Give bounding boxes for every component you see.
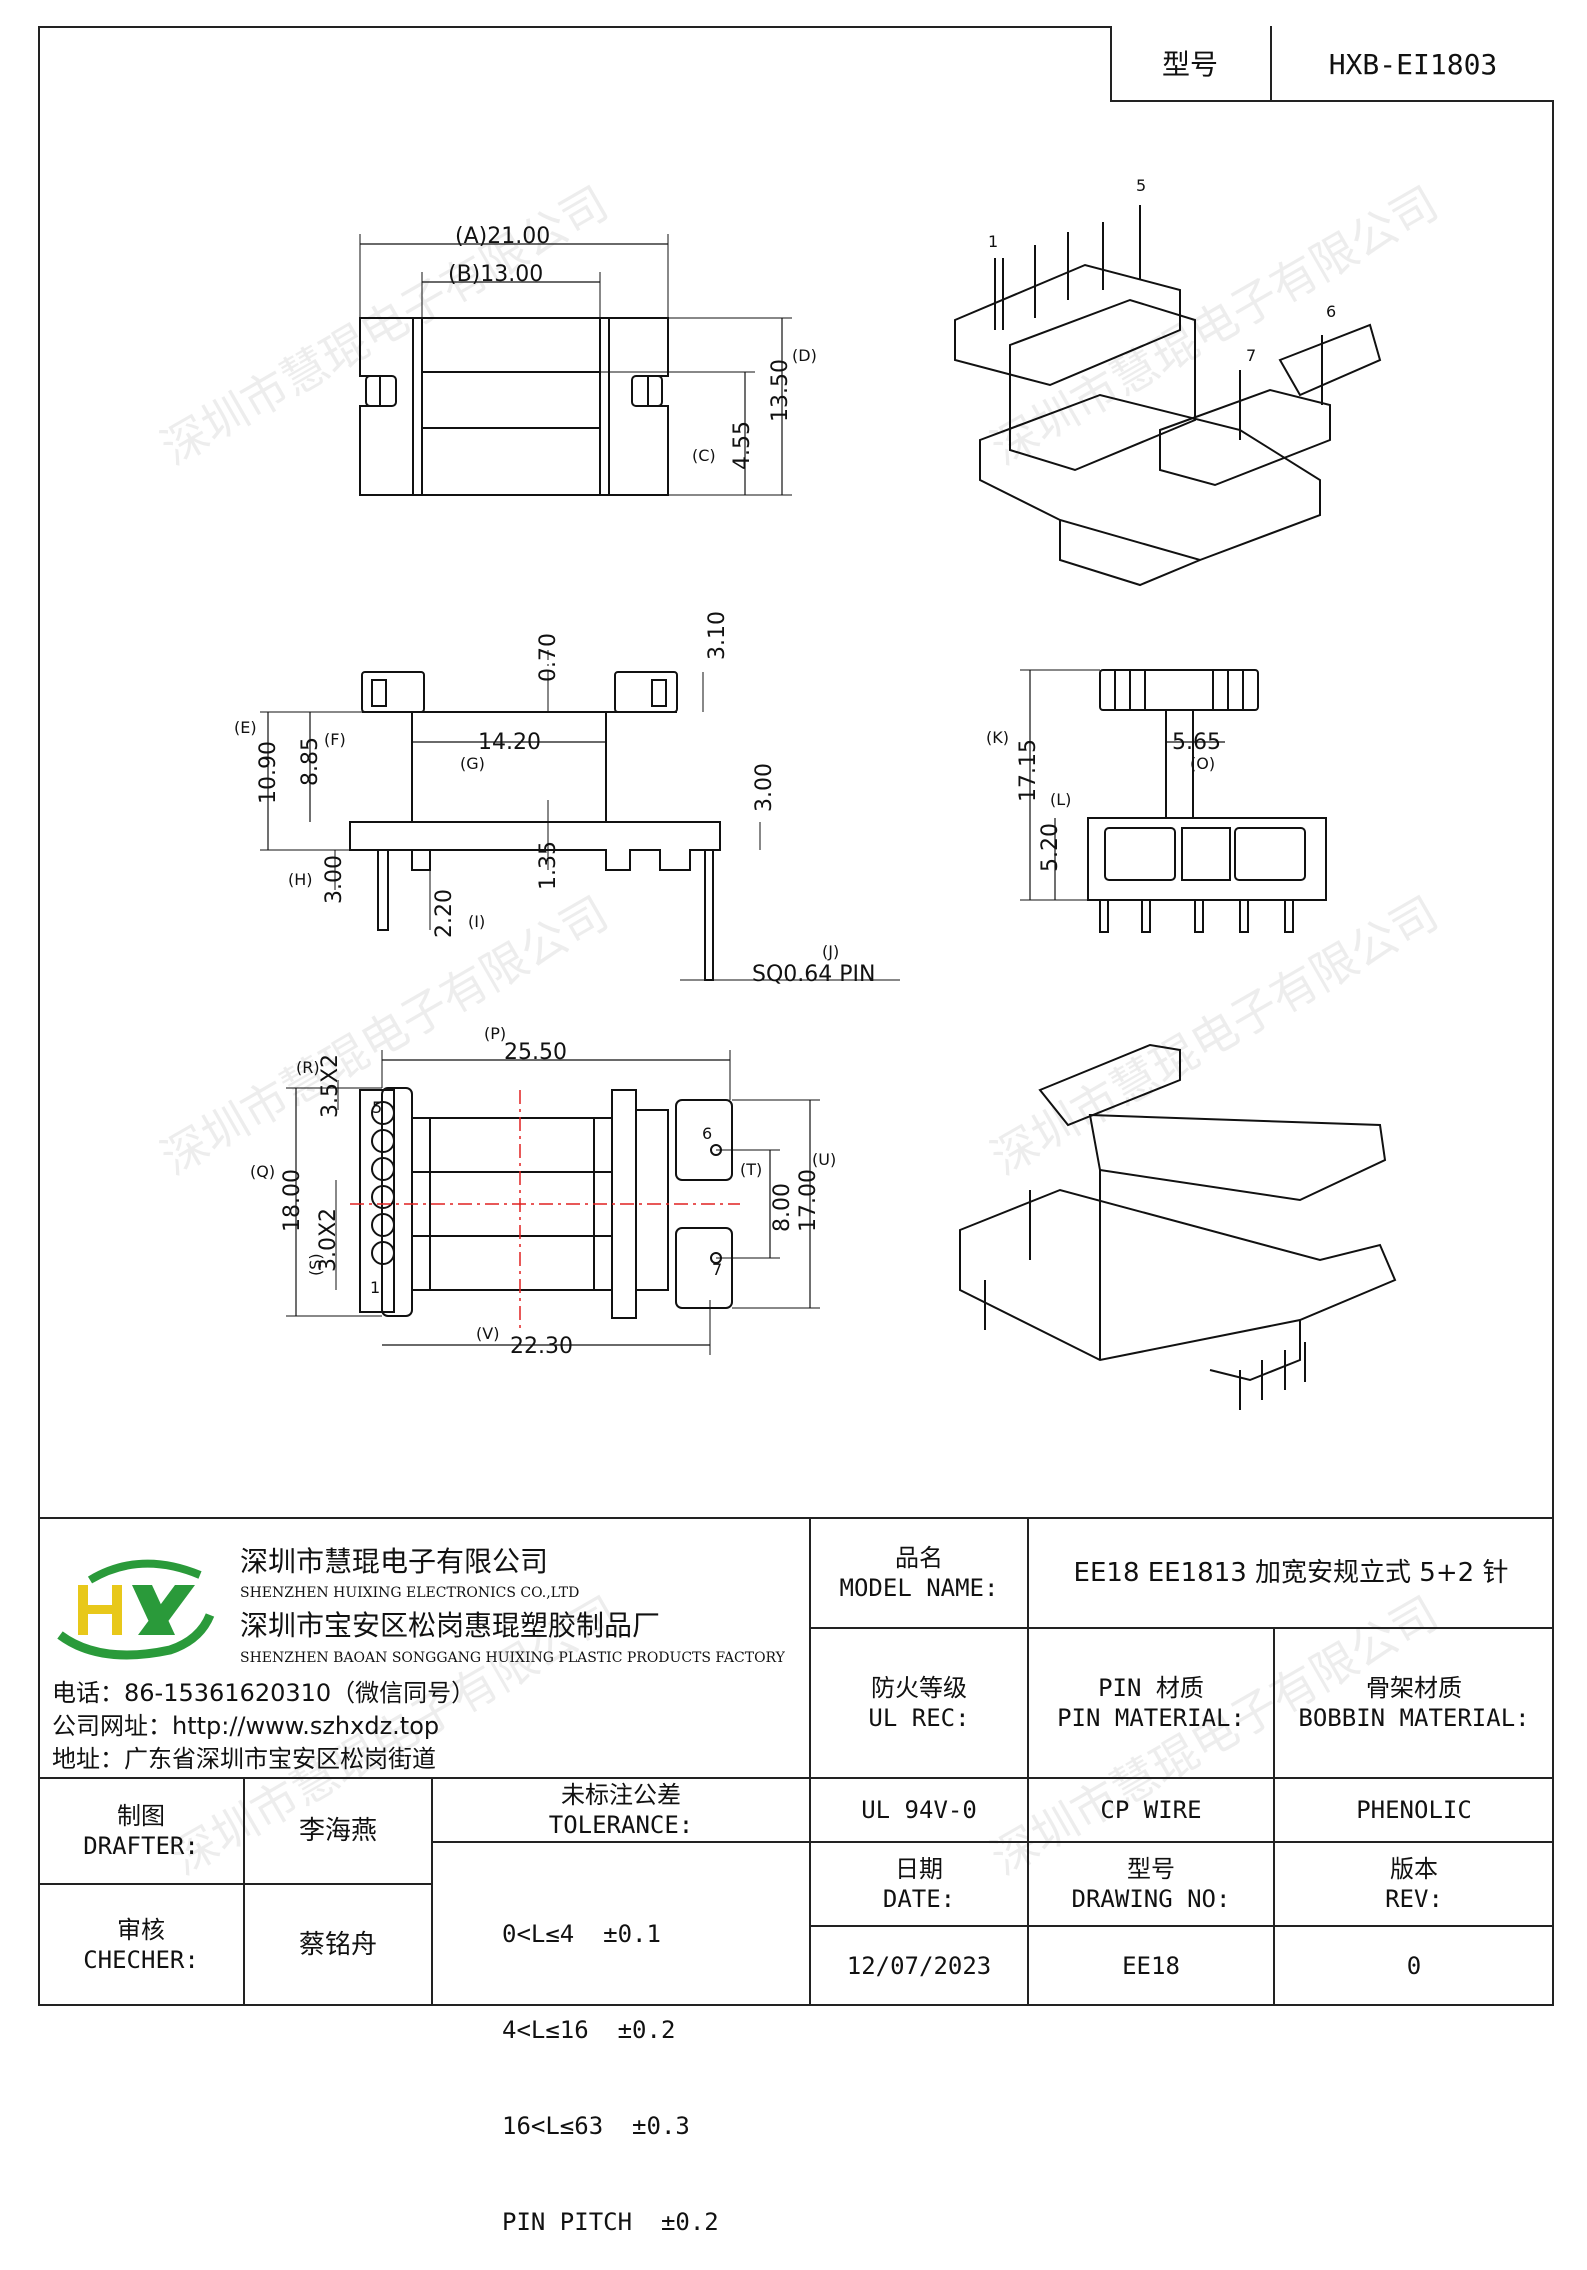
pin-material-cn: PIN 材质 (1098, 1674, 1204, 1702)
dim-a: (A)21.00 (455, 224, 551, 249)
pin-label-1: 1 (370, 1278, 381, 1297)
pin-label-7: 7 (712, 1260, 723, 1279)
checker-label: 审核 CHECHER: (38, 1884, 244, 2006)
bobbin-material-en: BOBBIN MATERIAL: (1298, 1704, 1530, 1732)
tolerance-en: TOLERANCE: (548, 1811, 694, 1839)
dim-u-label: (U) (812, 1150, 837, 1169)
drafter-name: 李海燕 (298, 1815, 377, 1846)
dim-p-label: (P) (484, 1024, 507, 1043)
ul-value: UL 94V-0 (861, 1796, 977, 1824)
side-view-outline (1020, 669, 1327, 933)
dim-r-label: (R) (296, 1058, 320, 1077)
dim-q-label: (Q) (250, 1162, 276, 1181)
dim-o-label: (O) (1190, 754, 1216, 773)
drawing-no-cn: 型号 (1127, 1855, 1175, 1883)
company-name-cn: 深圳市慧琨电子有限公司 (240, 1545, 549, 1578)
header-model-value: HXB-EI1803 (1328, 47, 1498, 81)
drawing-no-value: EE18 (1122, 1952, 1180, 1980)
tolerance-line: PIN PITCH ±0.2 (502, 2208, 719, 2236)
dim-d-label: (D) (792, 346, 817, 365)
tolerance-line: 0<L≤4 ±0.1 (502, 1920, 661, 1948)
pin-material-value: CP WIRE (1100, 1796, 1202, 1824)
date-en: DATE: (882, 1885, 956, 1913)
tolerance-line: 16<L≤63 ±0.3 (502, 2112, 690, 2140)
pin-material-en: PIN MATERIAL: (1057, 1704, 1245, 1732)
checker-en: CHECHER: (83, 1946, 199, 1974)
header-divider (1270, 26, 1272, 102)
header-model-label: 型号 (1161, 47, 1218, 81)
bobbin-material-label: 骨架材质 BOBBIN MATERIAL: (1274, 1628, 1554, 1778)
date-value: 12/07/2023 (846, 1952, 992, 1980)
pin-label-5: 5 (372, 1098, 383, 1117)
dim-g-label: (G) (460, 754, 485, 773)
dim-j-label: (J) (822, 942, 840, 961)
ul-rec-label: 防火等级 UL REC: (810, 1628, 1028, 1778)
dim-l-label: (L) (1050, 790, 1072, 809)
rev-value: 0 (1406, 1952, 1422, 1980)
front-view-outline (260, 671, 900, 981)
company-name-en: SHENZHEN HUIXING ELECTRONICS CO.,LTD (240, 1585, 580, 1601)
iso-pin-6: 6 (1326, 302, 1337, 321)
factory-name-en: SHENZHEN BAOAN SONGGANG HUIXING PLASTIC … (240, 1650, 785, 1666)
iso-view-bottom (959, 1043, 1397, 1410)
rev-label: 版本 REV: (1274, 1842, 1554, 1926)
iso-pin-1: 1 (988, 232, 999, 251)
iso-view-top (954, 205, 1382, 587)
dim-o: 5.65 (1172, 730, 1221, 755)
drafter-label: 制图 DRAFTER: (38, 1778, 244, 1884)
dim-p: 25.50 (504, 1040, 567, 1065)
model-name-value: EE18 EE1813 加宽安规立式 5+2 针 (1073, 1557, 1509, 1588)
bobbin-material-value: PHENOLIC (1356, 1796, 1472, 1824)
pin-label-6: 6 (702, 1124, 713, 1143)
pin-material-label: PIN 材质 PIN MATERIAL: (1028, 1628, 1274, 1778)
dim-f-label: (F) (324, 730, 346, 749)
dim-k-label: (K) (986, 728, 1009, 747)
company-logo (57, 1559, 215, 1660)
dim-g: 14.20 (478, 730, 541, 755)
dim-b: (B)13.00 (448, 262, 544, 287)
company-phone: 电话：86-15361620310（微信同号） (52, 1679, 476, 1707)
company-address: 地址：广东省深圳市宝安区松岗街道 (52, 1745, 436, 1773)
tolerance-table: 0<L≤4 ±0.1 4<L≤16 ±0.2 16<L≤63 ±0.3 PIN … (502, 1854, 719, 2270)
dim-h-label: (H) (288, 870, 313, 889)
centerlines (350, 1090, 740, 1330)
rev-cn: 版本 (1390, 1855, 1438, 1883)
dim-i-label: (I) (468, 912, 486, 931)
dim-c-label: (C) (692, 446, 716, 465)
header-model-box (1110, 26, 1554, 102)
company-website: 公司网址：http://www.szhxdz.top (52, 1712, 440, 1740)
iso-pin-7: 7 (1246, 346, 1257, 365)
model-name-label: 品名 MODEL NAME: (810, 1518, 1028, 1628)
dim-t-label: (T) (740, 1160, 763, 1179)
tolerance-cn: 未标注公差 (561, 1781, 681, 1809)
drawing-no-label: 型号 DRAWING NO: (1028, 1842, 1274, 1926)
model-name-cn: 品名 (895, 1544, 943, 1572)
top-view-outline (359, 234, 792, 496)
tolerance-line: 4<L≤16 ±0.2 (502, 2016, 676, 2044)
dim-v-label: (V) (476, 1324, 500, 1343)
drafter-cn: 制图 (117, 1802, 165, 1830)
checker-cn: 审核 (117, 1916, 165, 1944)
dim-v: 22.30 (510, 1334, 573, 1359)
bobbin-material-cn: 骨架材质 (1366, 1674, 1462, 1702)
factory-name-cn: 深圳市宝安区松岗惠琨塑胶制品厂 (240, 1609, 661, 1642)
iso-pin-5: 5 (1136, 176, 1147, 195)
titleblock-grid (38, 1517, 1554, 2006)
ul-rec-cn: 防火等级 (871, 1674, 967, 1702)
ul-rec-en: UL REC: (868, 1704, 970, 1732)
dim-j: SQ0.64 PIN (752, 962, 876, 987)
rev-en: REV: (1385, 1885, 1443, 1913)
checker-name: 蔡铭舟 (298, 1929, 377, 1960)
drawing-no-en: DRAWING NO: (1071, 1885, 1231, 1913)
dim-e-label: (E) (234, 718, 257, 737)
drawing-border (38, 26, 1554, 2006)
model-name-en: MODEL NAME: (839, 1574, 999, 1602)
date-cn: 日期 (895, 1855, 943, 1883)
date-label: 日期 DATE: (810, 1842, 1028, 1926)
technical-drawing (260, 205, 1397, 1410)
drafter-en: DRAFTER: (83, 1832, 199, 1860)
tolerance-label: 未标注公差 TOLERANCE: (432, 1778, 810, 1842)
